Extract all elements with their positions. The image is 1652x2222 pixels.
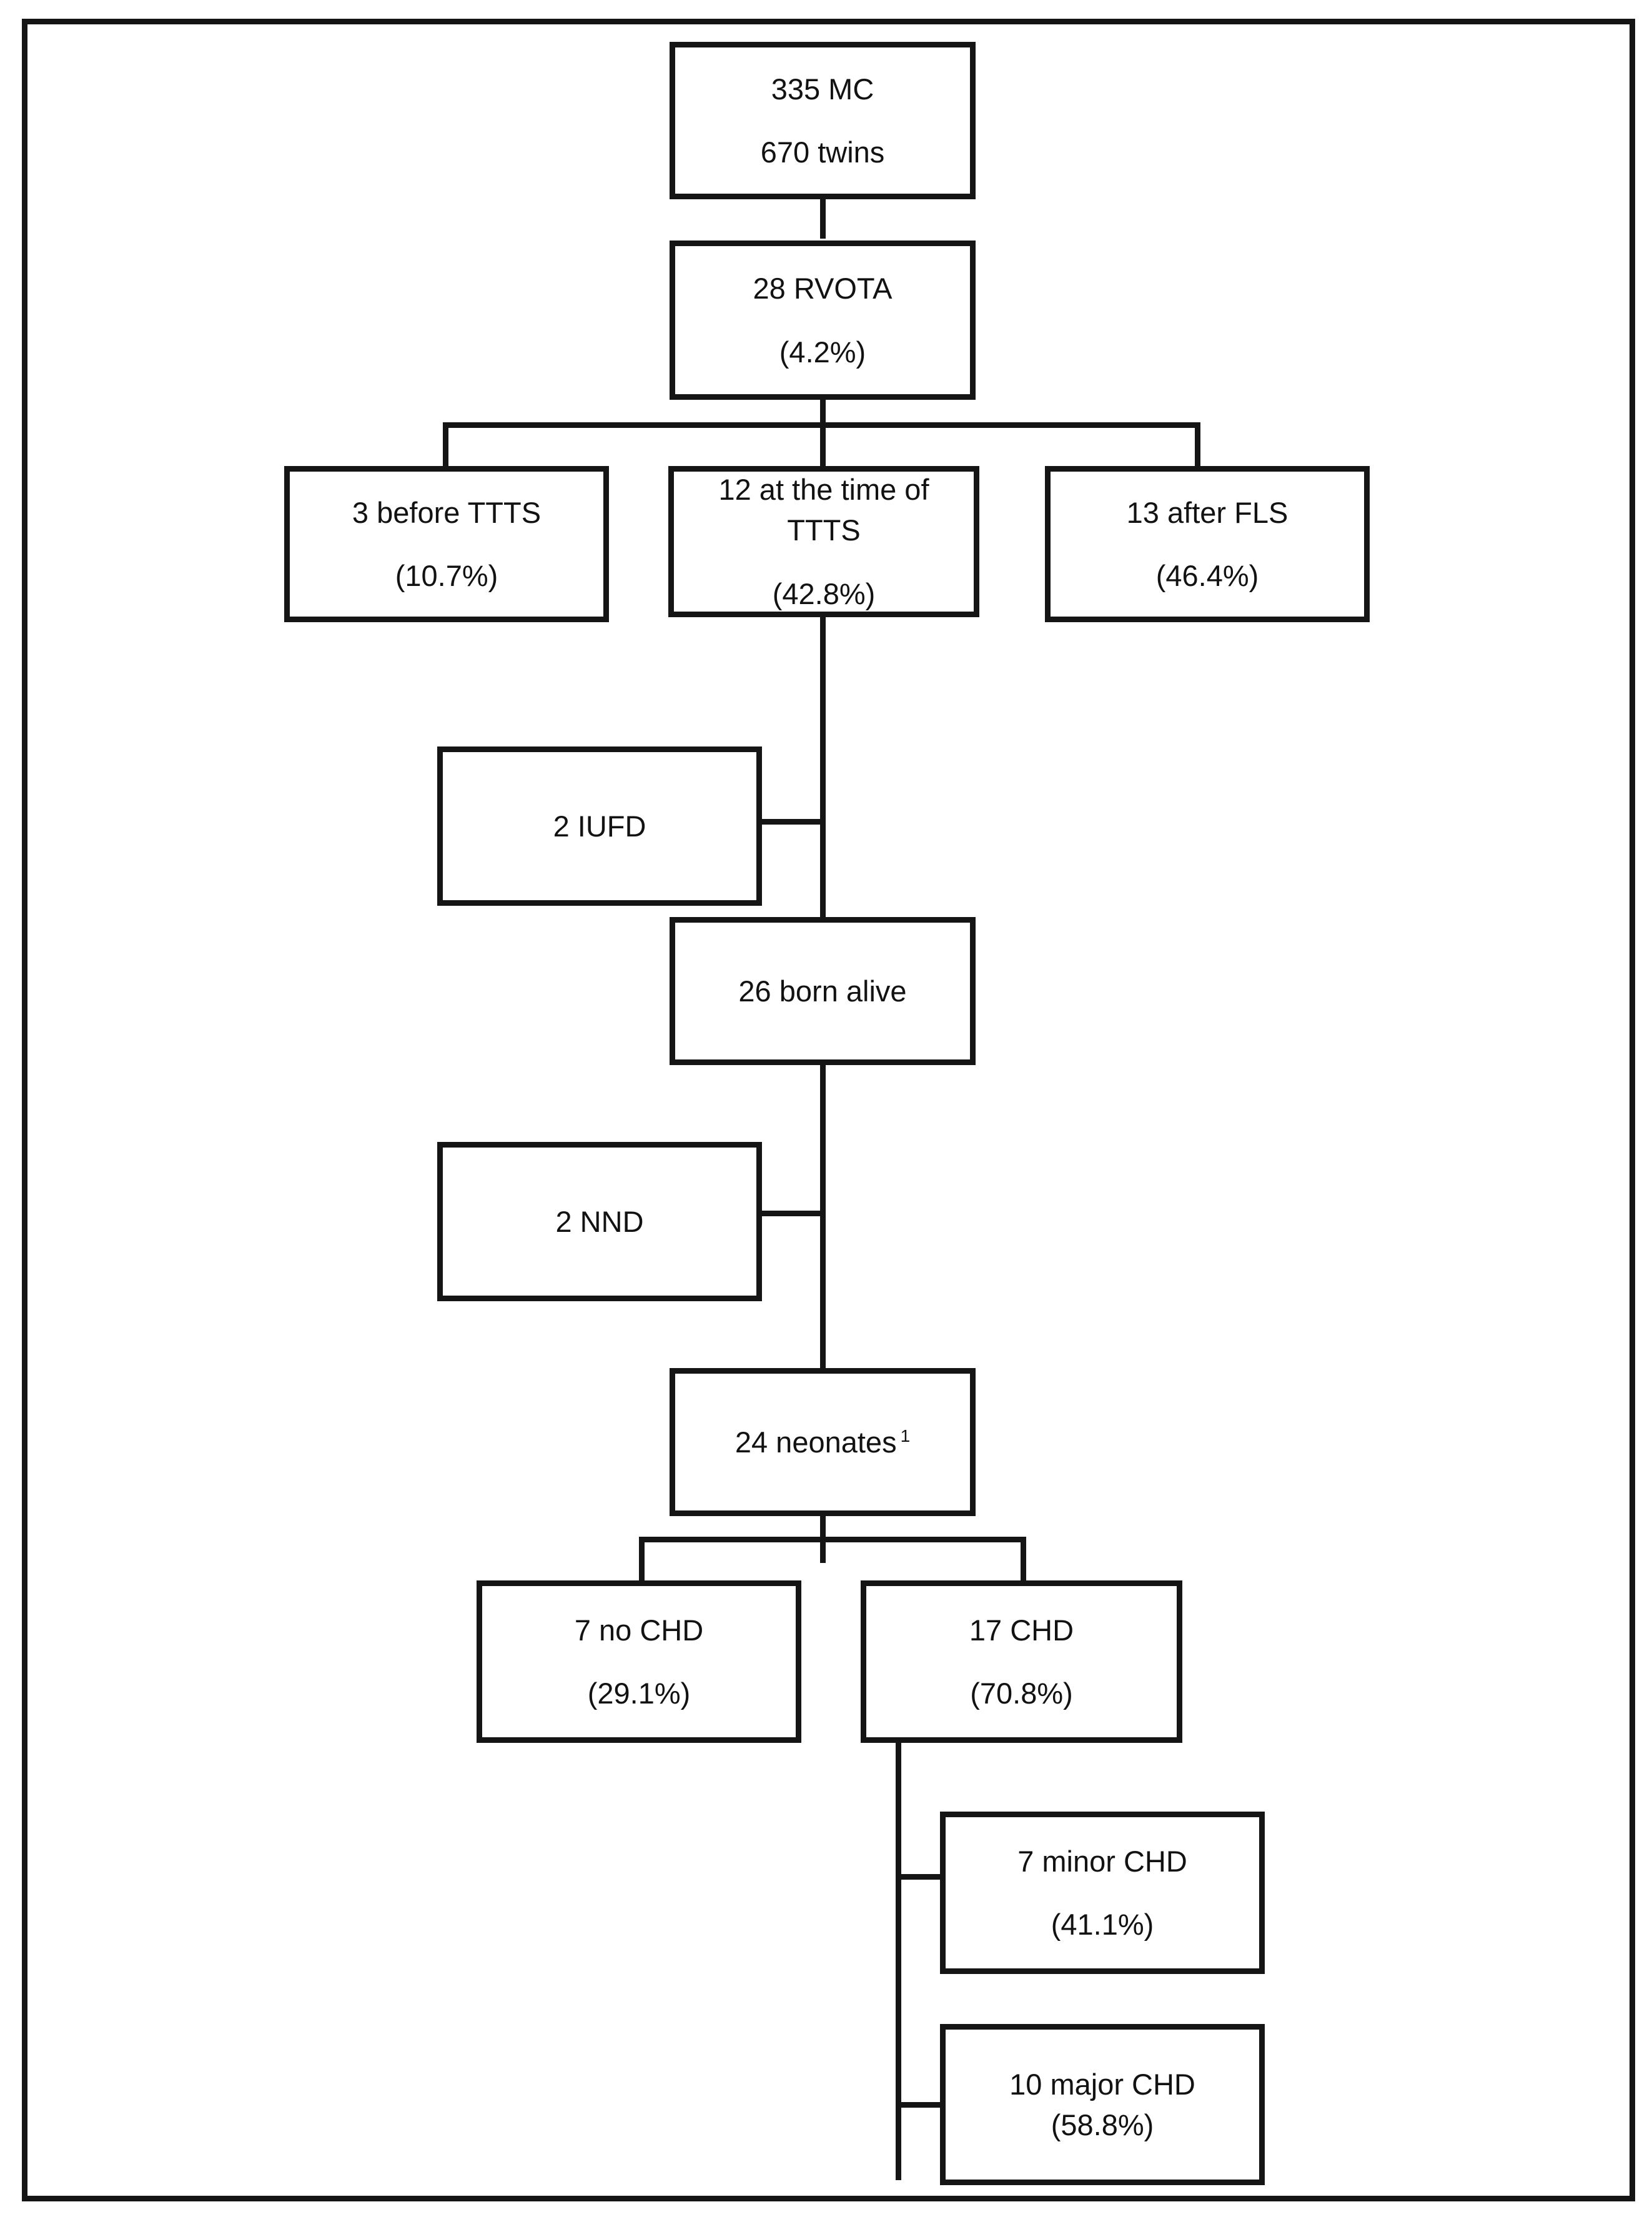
- node-at-ttts-line2: (42.8%): [772, 577, 876, 610]
- node-major-chd-line2: (58.8%): [1051, 2108, 1154, 2141]
- node-after-fls[interactable]: 13 after FLS (46.4%): [1045, 466, 1370, 622]
- connector-bus-to-no-chd: [639, 1537, 645, 1580]
- node-cohort-line2: 670 twins: [760, 136, 885, 169]
- node-minor-chd[interactable]: 7 minor CHD (41.1%): [940, 1812, 1265, 1974]
- node-minor-chd-line1: 7 minor CHD: [1017, 1844, 1187, 1878]
- node-nnd[interactable]: 2 NND: [437, 1142, 762, 1301]
- node-after-fls-line2: (46.4%): [1155, 559, 1259, 592]
- node-at-ttts-line1: 12 at the time of: [718, 473, 929, 507]
- node-born-alive[interactable]: 26 born alive: [670, 917, 976, 1065]
- node-major-chd-line1: 10 major CHD: [1009, 2067, 1195, 2101]
- node-iufd-line1: 2 IUFD: [553, 809, 646, 843]
- node-born-alive-line1: 26 born alive: [738, 974, 907, 1008]
- connector-bus-to-at-ttts: [820, 422, 826, 466]
- node-before-ttts-line1: 3 before TTTS: [352, 495, 542, 529]
- node-nnd-line1: 2 NND: [555, 1204, 644, 1238]
- node-after-fls-line1: 13 after FLS: [1126, 495, 1288, 529]
- node-before-ttts-line2: (10.7%): [395, 559, 498, 592]
- node-rvota-line1: 28 RVOTA: [753, 272, 893, 305]
- node-chd-line1: 17 CHD: [969, 1613, 1074, 1647]
- node-before-ttts[interactable]: 3 before TTTS (10.7%): [284, 466, 609, 622]
- node-major-chd[interactable]: 10 major CHD (58.8%): [940, 2024, 1265, 2185]
- node-at-ttts-line1b: TTTS: [787, 513, 861, 547]
- connector-chd-to-major-stub: [896, 2102, 944, 2108]
- connector-cohort-to-rvota: [820, 199, 826, 239]
- connector-iufd-stub: [759, 819, 824, 825]
- node-no-chd-line2: (29.1%): [587, 1677, 691, 1710]
- connector-neonates-bus: [639, 1537, 1026, 1542]
- node-no-chd[interactable]: 7 no CHD (29.1%): [477, 1580, 801, 1743]
- node-rvota[interactable]: 28 RVOTA (4.2%): [670, 241, 976, 400]
- connector-nnd-stub: [759, 1211, 824, 1216]
- node-minor-chd-line2: (41.1%): [1051, 1908, 1154, 1941]
- connector-at-ttts-spine: [820, 617, 826, 917]
- node-neonates-label: 24 neonates: [734, 1425, 897, 1459]
- connector-bus-to-before-ttts: [443, 422, 448, 466]
- node-chd[interactable]: 17 CHD (70.8%): [861, 1580, 1182, 1743]
- connector-chd-drop: [896, 1743, 901, 2180]
- node-iufd[interactable]: 2 IUFD: [437, 746, 762, 906]
- node-neonates-footnote-marker: 1: [900, 1426, 911, 1446]
- node-chd-line2: (70.8%): [970, 1677, 1073, 1710]
- connector-bus-to-after-fls: [1195, 422, 1200, 466]
- node-rvota-line2: (4.2%): [779, 335, 866, 369]
- connector-chd-to-minor-stub: [896, 1874, 944, 1880]
- node-cohort-line1: 335 MC: [771, 72, 874, 106]
- node-no-chd-line1: 7 no CHD: [574, 1613, 704, 1647]
- node-cohort[interactable]: 335 MC 670 twins: [670, 42, 976, 199]
- connector-bus-to-chd: [1021, 1537, 1026, 1580]
- node-at-ttts[interactable]: 12 at the time of TTTS (42.8%): [668, 466, 979, 617]
